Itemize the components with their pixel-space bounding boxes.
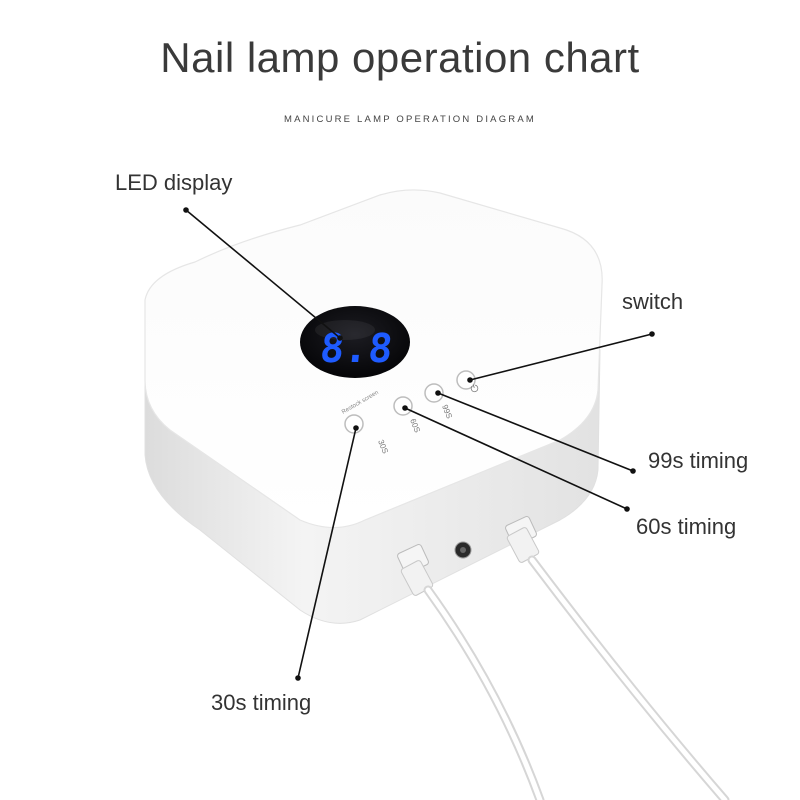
callout-led-display: LED display [115,170,233,195]
callout-switch: switch [622,289,684,314]
led-display: 8.8 [300,306,410,378]
power-switch-button[interactable] [456,370,476,390]
page-title: Nail lamp operation chart [160,34,640,81]
power-icon: ⏻ [469,383,480,396]
leader-99s [435,390,636,474]
led-display-reading: 8.8 [318,326,395,372]
leader-30s [295,425,359,681]
callout-99s-timing: 99s timing [648,448,749,473]
button-30s[interactable] [344,414,364,434]
usb-cable-right [506,527,730,800]
callout-60s-timing: 60s timing [636,514,737,539]
button-99s[interactable] [424,383,444,403]
leader-60s [402,405,630,512]
callout-30s-timing: 30s timing [211,690,312,715]
leader-led-display [183,207,343,341]
page-subtitle: MANICURE LAMP OPERATION DIAGRAM [283,114,537,125]
button-60s[interactable] [393,396,413,416]
dc-jack [454,541,472,559]
usb-cable-left [400,560,545,800]
leader-switch [467,331,655,383]
